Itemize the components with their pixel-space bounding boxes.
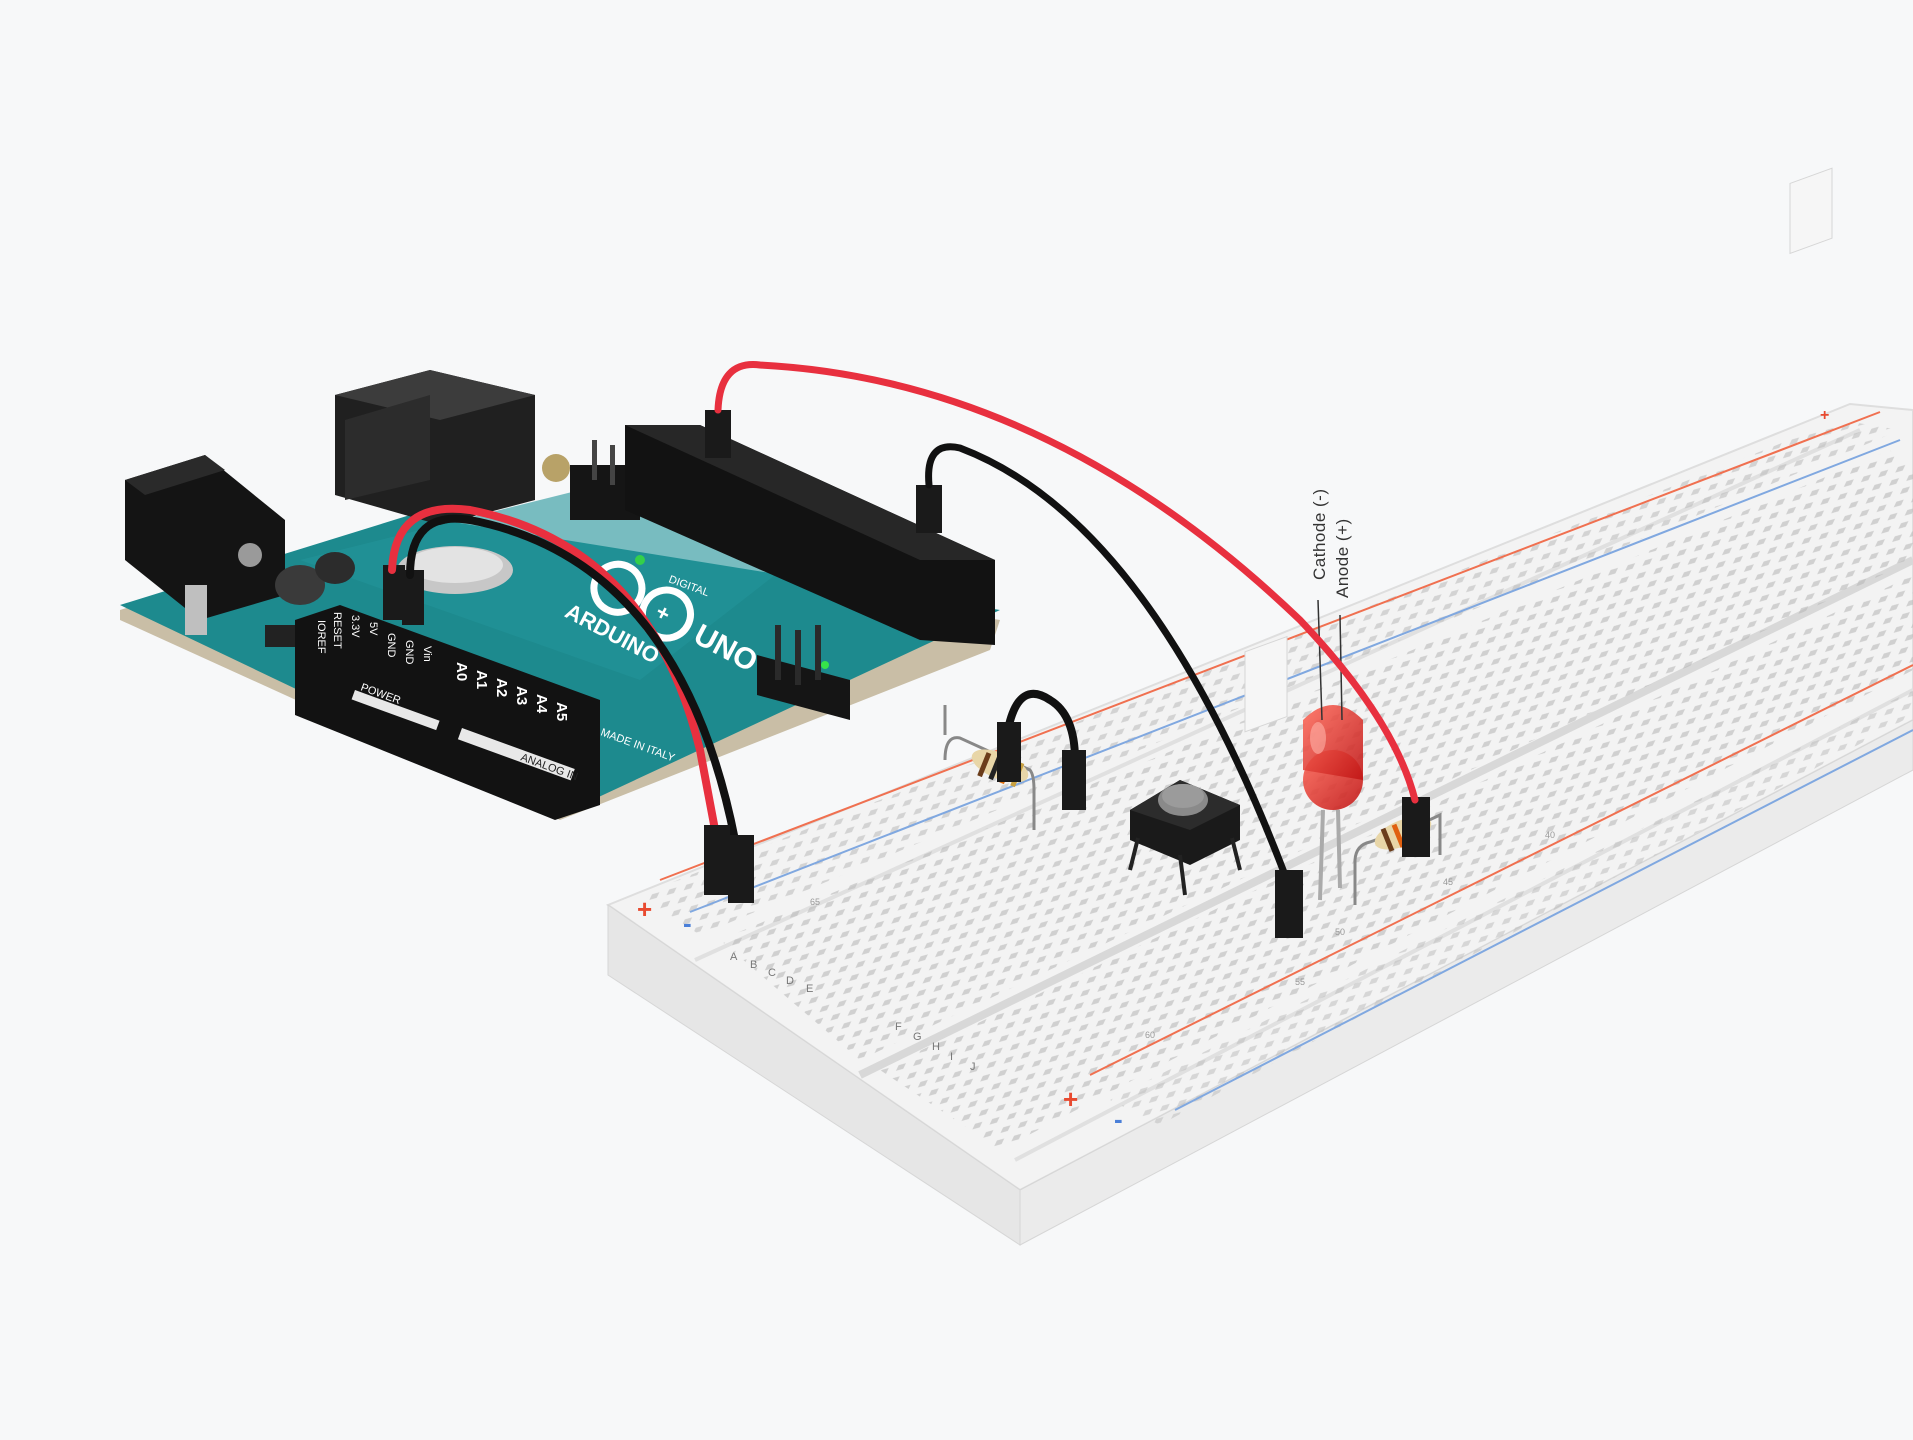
breadboard-holes-bottom-rail [1110,690,1913,1125]
row-letter: I [950,1051,953,1063]
row-letter: H [932,1041,940,1053]
column-number: 55 [1295,977,1305,987]
wire-connector-rail-black [728,835,754,903]
wire-connector-digital-black [916,485,942,533]
row-letters-f-j: F G H I J [895,1021,976,1073]
digital-header [625,425,995,645]
breadboard-clip [1789,167,1833,255]
power-jack [125,455,285,620]
pin-label-vin: Vin [421,646,433,662]
row-letter: F [895,1021,902,1033]
row-letters-a-e: A B C D E [730,951,813,995]
anode-label: Anode (+) [1333,518,1352,598]
row-letter: D [786,975,794,987]
rail-minus-sign-bottom: - [1114,1104,1123,1134]
icsp-header-bottom [757,625,850,720]
pin-label-5v: 5V [367,622,379,636]
breadboard-clip [1244,635,1288,733]
column-number: 50 [1335,927,1345,937]
row-letter: A [730,951,738,963]
pin-label-a5: A5 [553,702,570,721]
wire-black-gnd-to-rail[interactable] [406,514,739,844]
pin-label-a2: A2 [493,678,510,697]
rail-line-red-bottom [1089,664,1913,1076]
rail-plus-sign-top: + [637,894,652,924]
led[interactable] [1303,705,1363,901]
rail-plus-sign-right: + [1820,407,1829,424]
pin-label-a0: A0 [453,662,470,681]
wire-red-digital-to-resistor[interactable] [714,361,1419,804]
led-lead-labels: Cathode (-) Anode (+) [1310,489,1352,721]
wire-connector-5v [383,565,405,620]
push-button[interactable] [1128,780,1242,896]
pin-label-gnd-1: GND [385,633,397,658]
power-analog-header [295,605,600,820]
power-pin-labels: IOREF RESET 3.3V 5V GND GND Vin [315,612,433,665]
rail-line-blue-bottom [1174,729,1913,1111]
capacitor [275,565,325,605]
analog-pin-labels: A0 A1 A2 A3 A4 A5 [453,662,570,721]
breadboard: + - + + - A B C D E F G H I J 65 60 55 5… [605,167,1913,1246]
pin-label-ioref: IOREF [315,620,327,654]
row-letter: J [970,1061,976,1073]
pin-label-reset: RESET [331,612,343,649]
pin-label-gnd-2: GND [403,640,415,665]
wires [388,361,1419,938]
row-letter: E [806,983,813,995]
arduino-uno: DIGITAL − + ARDUINO UNO IOREF RESET 3.3V… [120,370,1000,820]
column-number: 65 [810,897,820,907]
column-number: 40 [1545,830,1555,840]
rail-plus-sign-bottom: + [1063,1084,1078,1114]
pin-label-a1: A1 [473,670,490,689]
wire-connector-gnd [402,570,424,625]
cathode-label: Cathode (-) [1310,489,1329,580]
breadboard-holes-f-j [880,575,1913,1150]
wire-connector-digital-red [705,410,731,458]
rail-line-blue-top [689,439,1901,913]
voltage-regulator [265,625,300,647]
pin-label-3v3: 3.3V [349,615,361,638]
column-numbers: 65 60 55 50 45 40 [810,830,1555,1040]
column-number: 45 [1443,877,1453,887]
wire-connector-rail-red [704,825,730,895]
rail-minus-sign-top: - [683,908,692,938]
row-letter: B [750,959,757,971]
row-letter: C [768,967,776,979]
wire-connector-button-black [1275,870,1303,938]
resistor-led[interactable] [1353,797,1442,905]
jumper-wire-short[interactable] [997,689,1086,810]
arduino-board [120,515,1000,815]
row-letter: G [913,1031,922,1043]
pin-label-a3: A3 [513,686,530,705]
pin-label-a4: A4 [533,694,550,714]
column-number: 60 [1145,1030,1155,1040]
reset-button[interactable] [542,454,570,482]
wire-black-digital-to-button[interactable] [925,443,1289,879]
